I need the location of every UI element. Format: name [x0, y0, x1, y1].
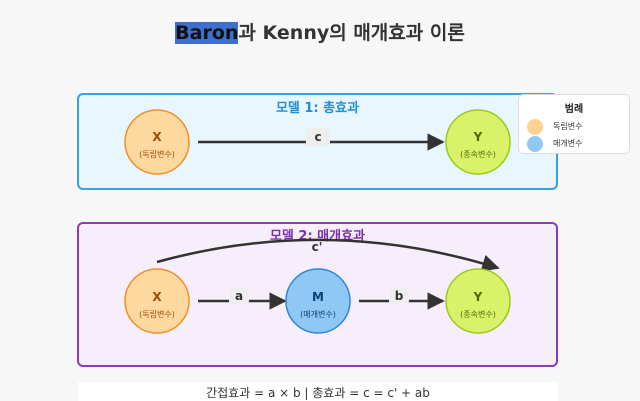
model2-node-y: Y (종속변수)	[445, 268, 511, 334]
model2-label-b-bg	[389, 288, 409, 304]
model2-m-sub: (매개변수)	[300, 309, 336, 319]
model2-node-m: M (매개변수)	[285, 268, 351, 334]
model1-node-y: Y (종속변수)	[445, 109, 511, 175]
model1-x-letter: X	[152, 130, 162, 144]
model1-label-c-bg	[306, 128, 330, 146]
legend-label-independent: 독립변수	[553, 122, 583, 131]
legend-title: 범례	[564, 104, 584, 115]
title-selected-text: Baron	[175, 22, 239, 44]
model2-label-c-prime: c'	[312, 240, 323, 254]
legend-swatch-mediator	[527, 136, 543, 152]
model1-label-c: c	[314, 130, 321, 144]
model2-node-x: X (독립변수)	[124, 268, 190, 334]
model2-y-sub: (종속변수)	[460, 309, 496, 319]
page-title: Baron과 Kenny의 매개효과 이론	[0, 18, 640, 45]
legend-label-mediator: 매개변수	[553, 139, 583, 148]
model2-x-letter: X	[152, 290, 162, 304]
model2-arrow-c-prime	[156, 238, 500, 272]
legend-swatch-independent	[527, 119, 543, 135]
model1-x-sub: (독립변수)	[139, 149, 175, 159]
model2-label-a-bg	[229, 288, 249, 304]
model2-label-a: a	[235, 289, 243, 303]
model2-label-b: b	[395, 289, 404, 303]
model2-y-letter: Y	[473, 290, 483, 304]
model1-y-letter: Y	[473, 130, 483, 144]
model1-node-x: X (독립변수)	[124, 109, 190, 175]
legend: 범례 독립변수 매개변수	[518, 94, 630, 154]
model2-m-letter: M	[312, 290, 324, 304]
model1-y-sub: (종속변수)	[460, 149, 496, 159]
formula-text: 간접효과 = a × b | 총효과 = c = c' + ab	[78, 382, 558, 401]
model2-x-sub: (독립변수)	[139, 309, 175, 319]
model1-title: 모델 1: 총효과	[275, 101, 360, 116]
title-rest-text: 과 Kenny의 매개효과 이론	[238, 22, 465, 44]
